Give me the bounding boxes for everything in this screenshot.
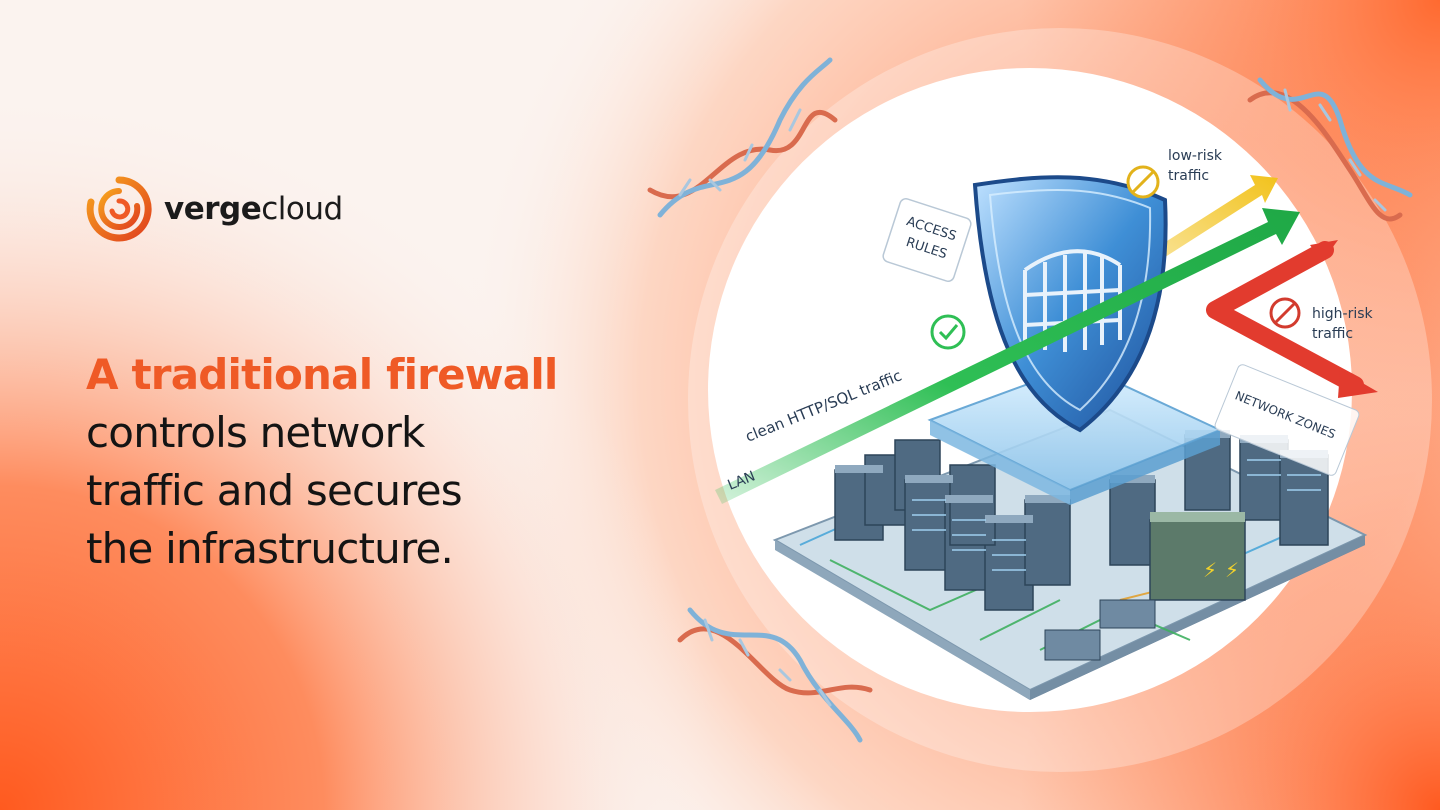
brand-name: vergecloud [164, 191, 343, 227]
access-rules-tag: ACCESS RULES [882, 197, 972, 283]
headline-line-1: controls network [86, 408, 425, 457]
low-risk-label-line-2: traffic [1168, 168, 1209, 184]
brand-name-rest: cloud [261, 191, 343, 227]
high-risk-label-line-1: high-risk [1312, 306, 1374, 322]
dna-helix-top-left-icon [647, 57, 838, 218]
clean-traffic-flow [715, 208, 1300, 504]
headline: A traditional firewall controls network … [86, 346, 646, 578]
dna-helix-bottom-left-icon [677, 607, 873, 743]
network-zones-tag: NETWORK ZONES [1214, 364, 1360, 476]
headline-accent: A traditional firewall [86, 350, 558, 399]
low-risk-label-line-1: low-risk [1168, 148, 1223, 164]
headline-line-2: traffic and secures [86, 466, 463, 515]
svg-text:⚡: ⚡ [1203, 558, 1217, 582]
brand-lockup[interactable]: vergecloud [86, 176, 343, 242]
high-risk-label-line-2: traffic [1312, 326, 1353, 342]
server-racks: ⚡ ⚡ [834, 430, 1329, 661]
block-circle-icon [1269, 297, 1301, 329]
caution-circle-icon [1126, 165, 1160, 199]
clean-traffic-label: clean HTTP/SQL traffic [743, 366, 905, 445]
dna-helix-top-right-icon [1247, 77, 1413, 222]
check-circle-icon [930, 314, 966, 350]
vergecloud-logo-icon [86, 176, 152, 242]
high-risk-flow [1206, 240, 1378, 398]
svg-text:⚡: ⚡ [1225, 558, 1239, 582]
brand-name-bold: verge [164, 191, 262, 227]
shield-gate-icon [972, 175, 1168, 433]
headline-line-3: the infrastructure. [86, 524, 454, 573]
